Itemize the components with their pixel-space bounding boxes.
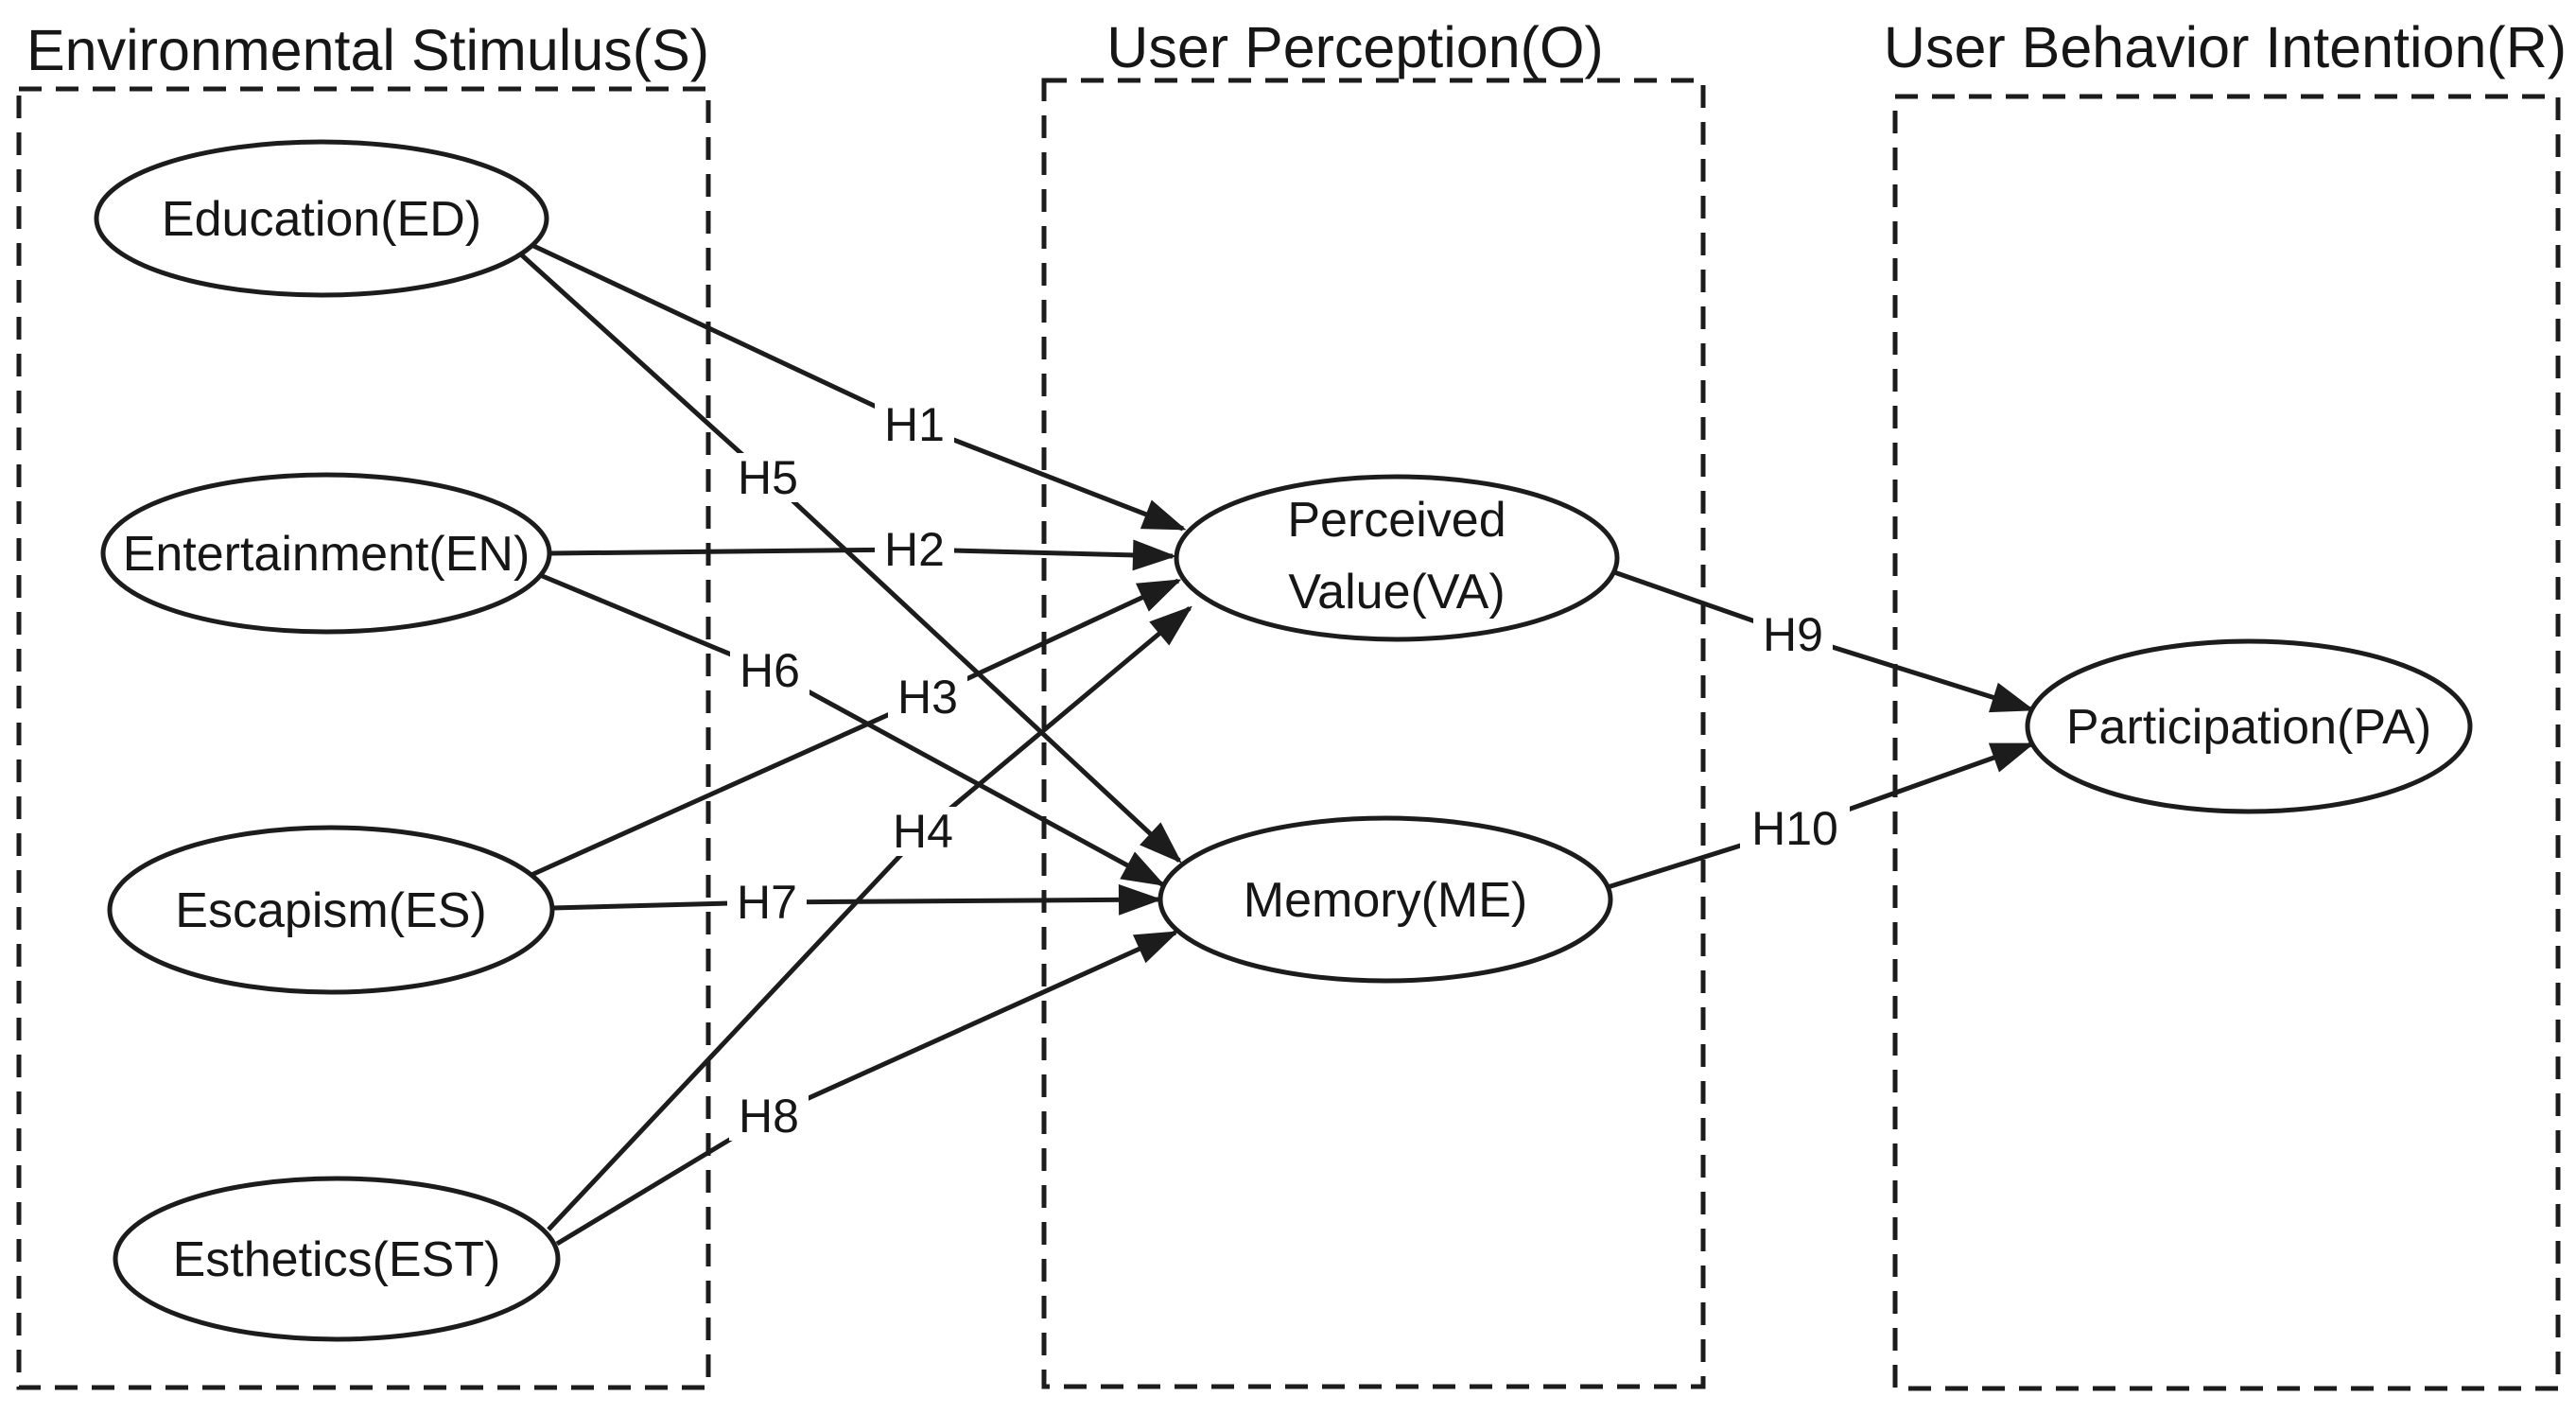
group-box-user-perception (1041, 78, 1706, 1389)
edge-label-h7-bg (727, 878, 807, 927)
edge-label-h4: H4 (883, 805, 963, 858)
node-education-ellipse (94, 139, 549, 298)
group-title-user-perception: User Perception(O) (1106, 15, 1603, 79)
edge-label-h7: H7 (727, 876, 807, 929)
edge-label-h6-text: H6 (740, 644, 800, 697)
edge-h1-ed-to-va-arrow (528, 241, 1183, 532)
node-entertainment-label: Entertainment(EN) (123, 527, 531, 582)
node-entertainment-ellipse (100, 472, 552, 635)
node-perceived-value-label-line2: Value(VA) (1288, 565, 1505, 620)
edge-label-h1-text: H1 (884, 398, 945, 451)
edge-h2-en-to-va-arrow (548, 550, 1173, 556)
edge-label-h4-bg (883, 807, 963, 856)
node-esthetics-ellipse (113, 1176, 561, 1342)
edge-label-h8: H8 (729, 1090, 809, 1143)
edge-label-h5: H5 (728, 451, 808, 504)
edge-label-h10-bg (1740, 804, 1850, 853)
edge-h5-ed-to-me-arrow (520, 253, 1179, 861)
group-title-environmental-stimulus: Environmental Stimulus(S) (26, 18, 709, 82)
node-memory: Memory(ME) (1157, 815, 1613, 984)
edge-label-h10-text: H10 (1751, 802, 1838, 855)
node-escapism: Escapism(ES) (107, 825, 555, 995)
edge-label-h2-text: H2 (884, 523, 945, 576)
edge-label-h6-bg (730, 646, 809, 695)
edge-label-h1: H1 (875, 398, 954, 451)
edge-label-h2-bg (875, 525, 954, 574)
edge-label-h8-bg (729, 1091, 809, 1141)
node-participation: Participation(PA) (2025, 638, 2473, 814)
edge-label-h2: H2 (875, 523, 954, 576)
edge-label-h3-bg (888, 672, 967, 722)
node-participation-label: Participation(PA) (2066, 700, 2431, 755)
node-perceived-value-label-line1: Perceived (1287, 493, 1506, 548)
edge-label-h5-text: H5 (738, 451, 798, 504)
node-escapism-ellipse (107, 825, 555, 995)
node-education-label: Education(ED) (162, 192, 481, 247)
edge-label-h5-bg (728, 453, 808, 502)
edge-label-h6: H6 (730, 644, 809, 697)
edge-label-h7-text: H7 (737, 876, 797, 929)
edge-label-h3-text: H3 (897, 671, 958, 724)
node-education: Education(ED) (94, 139, 549, 298)
node-participation-ellipse (2025, 638, 2473, 814)
edge-label-h8-text: H8 (739, 1090, 799, 1143)
edge-label-h9: H9 (1753, 608, 1833, 661)
node-perceived-value: Perceived Value(VA) (1174, 474, 1620, 642)
edge-h4-est-to-va-arrow (547, 608, 1190, 1231)
node-escapism-label: Escapism(ES) (175, 883, 486, 938)
edge-label-h4-text: H4 (893, 805, 953, 858)
group-box-environmental-stimulus (16, 86, 711, 1390)
edge-label-h3: H3 (888, 671, 967, 724)
edge-label-h9-text: H9 (1763, 608, 1823, 661)
node-memory-label: Memory(ME) (1244, 873, 1527, 928)
group-box-user-behavior-intention (1892, 94, 2561, 1391)
node-entertainment: Entertainment(EN) (100, 472, 552, 635)
edge-label-h1-bg (875, 400, 954, 449)
group-title-user-behavior-intention: User Behavior Intention(R) (1884, 15, 2567, 79)
edge-h8-est-to-me-arrow (555, 930, 1175, 1247)
node-memory-ellipse (1157, 815, 1613, 984)
node-esthetics: Esthetics(EST) (113, 1176, 561, 1342)
node-perceived-value-ellipse (1174, 474, 1620, 642)
edge-h3-es-to-va-arrow (530, 578, 1178, 878)
edge-label-h10: H10 (1740, 802, 1850, 855)
node-esthetics-label: Esthetics(EST) (173, 1232, 501, 1287)
edge-label-h9-bg (1753, 610, 1833, 659)
